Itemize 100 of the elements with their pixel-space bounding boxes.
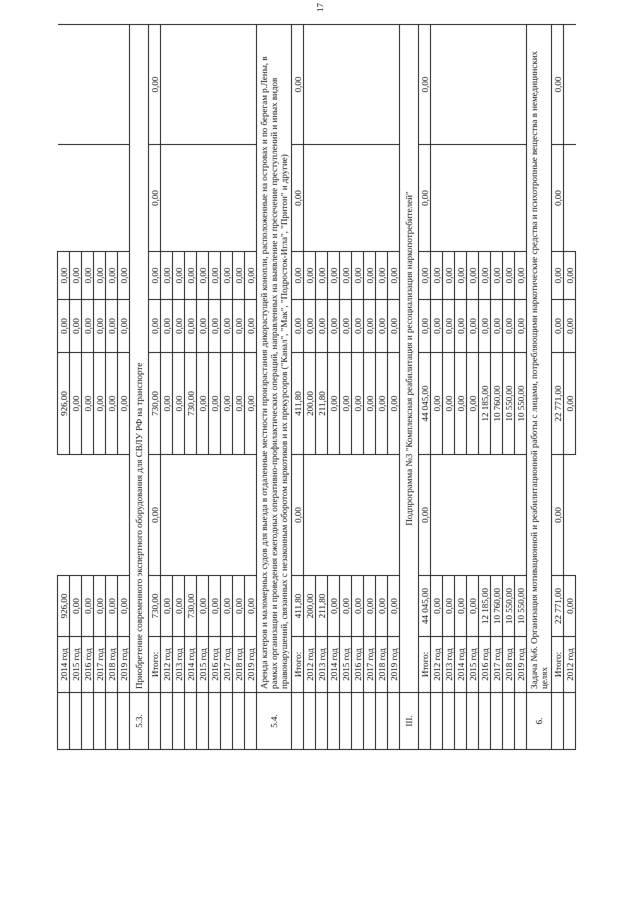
- amount-value: 0,00: [150, 318, 160, 334]
- amount-value: 0,00: [106, 598, 116, 614]
- amount-value: 0,00: [234, 598, 244, 614]
- year-label: 2019 год: [516, 648, 526, 681]
- year-label: 2017 год: [222, 648, 232, 681]
- row-number: III.: [404, 715, 414, 727]
- amount-value: 0,00: [420, 76, 430, 92]
- year-label: 2012 год: [162, 648, 172, 681]
- year-label: 2019 год: [246, 648, 256, 681]
- amount-value: 0,00: [94, 396, 104, 412]
- year-label: 2016 год: [210, 648, 220, 681]
- amount-value: 0,00: [552, 76, 562, 92]
- amount-value: 0,00: [186, 318, 196, 334]
- amount-value: 0,00: [292, 268, 302, 284]
- year-label: 2015 год: [340, 648, 350, 681]
- amount-value: 0,00: [564, 268, 574, 284]
- amount-value: 0,00: [376, 396, 386, 412]
- amount-value: 0,00: [222, 268, 232, 284]
- amount-value: 0,00: [222, 598, 232, 614]
- year-label: 2014 год: [328, 648, 338, 681]
- amount-value: 10 760,00: [492, 588, 502, 624]
- amount-value: 0,00: [82, 598, 92, 614]
- amount-value: 0,00: [388, 268, 398, 284]
- amount-value: 0,00: [552, 190, 562, 206]
- amount-value: 0,00: [150, 76, 160, 92]
- amount-value: 0,00: [420, 318, 430, 334]
- amount-value: 926,00: [58, 391, 68, 416]
- amount-value: 0,00: [150, 507, 160, 523]
- amount-value: 0,00: [456, 396, 466, 412]
- amount-value: 0,00: [432, 318, 442, 334]
- amount-value: 0,00: [316, 318, 326, 334]
- year-label: 2015 год: [198, 648, 208, 681]
- year-label: 2016 год: [480, 648, 490, 681]
- year-label: 2016 год: [82, 648, 92, 681]
- amount-value: 10 550,00: [516, 588, 526, 624]
- amount-value: 0,00: [468, 318, 478, 334]
- amount-value: 0,00: [376, 268, 386, 284]
- amount-value: 0,00: [340, 396, 350, 412]
- amount-value: 0,00: [480, 268, 490, 284]
- amount-value: 0,00: [504, 268, 514, 284]
- amount-value: 0,00: [376, 598, 386, 614]
- year-label: 2014 год: [456, 648, 466, 681]
- amount-value: 0,00: [364, 268, 374, 284]
- amount-value: 0,00: [352, 268, 362, 284]
- amount-value: 0,00: [444, 396, 454, 412]
- amount-value: 0,00: [340, 268, 350, 284]
- amount-value: 211,80: [316, 391, 326, 416]
- amount-value: 44 045,00: [420, 386, 430, 422]
- amount-value: 0,00: [364, 598, 374, 614]
- amount-value: 0,00: [58, 268, 68, 284]
- amount-value: 0,00: [234, 396, 244, 412]
- amount-value: 0,00: [94, 598, 104, 614]
- amount-value: 0,00: [70, 268, 80, 284]
- amount-value: 0,00: [316, 268, 326, 284]
- total-label: Итого:: [552, 652, 562, 678]
- amount-value: 730,00: [186, 391, 196, 416]
- amount-value: 0,00: [292, 76, 302, 92]
- amount-value: 211,80: [316, 594, 326, 618]
- amount-value: 0,00: [174, 396, 184, 412]
- amount-value: 0,00: [328, 268, 338, 284]
- amount-value: 12 185,00: [480, 386, 490, 422]
- amount-value: 0,00: [304, 268, 314, 284]
- year-label: 2012 год: [564, 648, 574, 681]
- amount-value: 0,00: [106, 396, 116, 412]
- amount-value: 12 185,00: [480, 588, 490, 624]
- amount-value: 0,00: [198, 268, 208, 284]
- amount-value: 10 760,00: [492, 386, 502, 422]
- year-label: 2014 год: [186, 648, 196, 681]
- amount-value: 730,00: [150, 391, 160, 416]
- amount-value: 0,00: [118, 598, 128, 614]
- amount-value: 0,00: [150, 268, 160, 284]
- amount-value: 0,00: [376, 318, 386, 334]
- amount-value: 22 771,00: [552, 588, 562, 624]
- amount-value: 0,00: [118, 396, 128, 412]
- amount-value: 0,00: [150, 190, 160, 206]
- amount-value: 411,80: [292, 594, 302, 618]
- amount-value: 0,00: [162, 318, 172, 334]
- amount-value: 0,00: [364, 318, 374, 334]
- amount-value: 0,00: [246, 396, 256, 412]
- section-heading: Подпрограмма №3 "Комплексная реабилитация и ресоциализация наркопотребителей": [404, 191, 414, 526]
- amount-value: 0,00: [246, 318, 256, 334]
- amount-value: 0,00: [420, 268, 430, 284]
- amount-value: 0,00: [480, 318, 490, 334]
- amount-value: 0,00: [106, 268, 116, 284]
- amount-value: 0,00: [328, 396, 338, 412]
- year-label: 2017 год: [492, 648, 502, 681]
- amount-value: 0,00: [198, 396, 208, 412]
- amount-value: 0,00: [456, 598, 466, 614]
- amount-value: 0,00: [420, 190, 430, 206]
- amount-value: 0,00: [210, 268, 220, 284]
- amount-value: 0,00: [564, 396, 574, 412]
- amount-value: 0,00: [70, 396, 80, 412]
- amount-value: 0,00: [388, 598, 398, 614]
- section-heading: Приобретение современного экспертного оборудования для СВЛУ РФ на транспорте: [134, 362, 144, 689]
- year-label: 2018 год: [234, 648, 244, 681]
- total-label: Итого:: [420, 652, 430, 678]
- amount-value: 0,00: [234, 318, 244, 334]
- year-label: 2016 год: [352, 648, 362, 681]
- amount-value: 0,00: [246, 268, 256, 284]
- amount-value: 0,00: [234, 268, 244, 284]
